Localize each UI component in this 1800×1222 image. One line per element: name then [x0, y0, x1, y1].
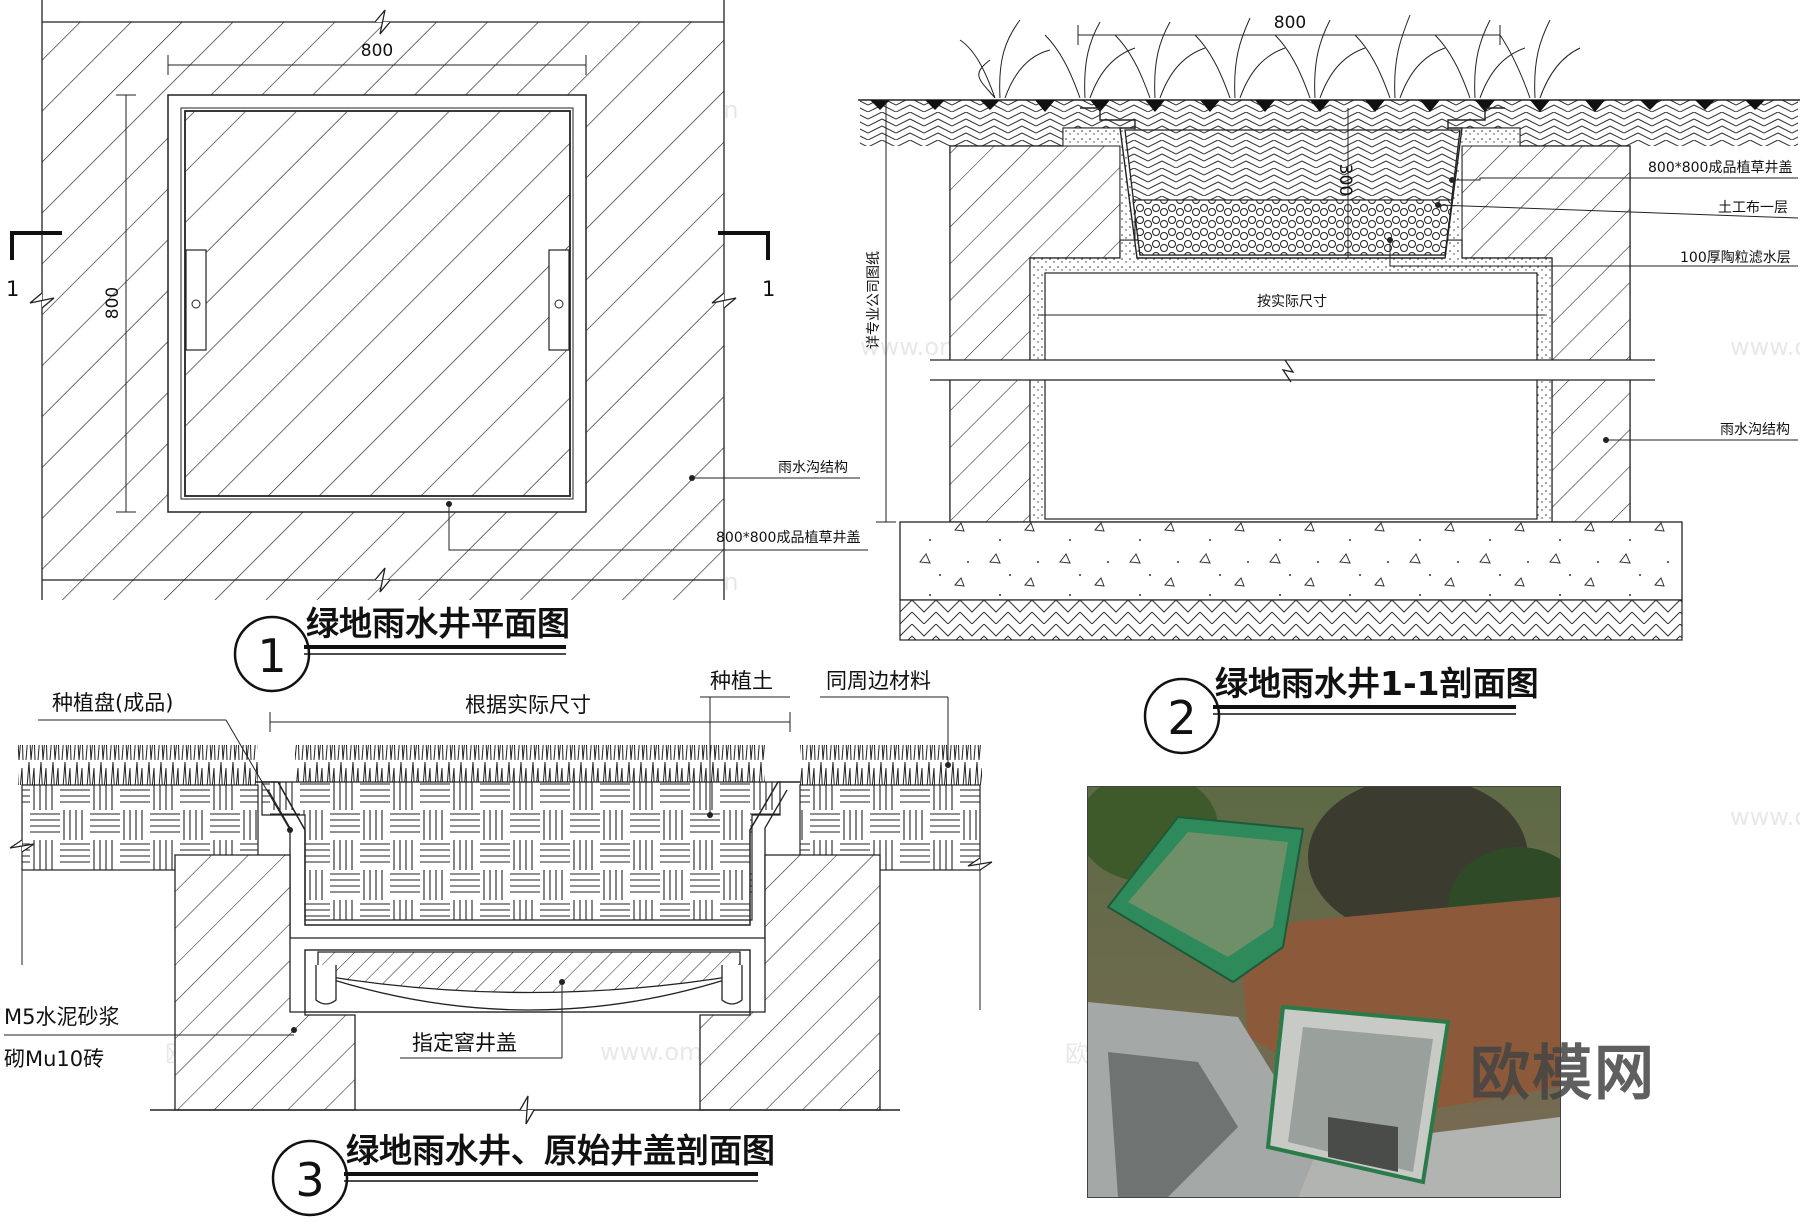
section11-label-filter: 100厚陶粒滤水层 — [1680, 250, 1791, 266]
watermark: www.om.cn — [1730, 333, 1800, 361]
plan-cover — [184, 110, 571, 497]
plan-number: 1 — [257, 629, 286, 683]
section11-title: 绿地雨水井1-1剖面图 — [1215, 664, 1539, 703]
section11-label-structure: 雨水沟结构 — [1720, 422, 1790, 438]
section3-number: 3 — [295, 1153, 324, 1207]
section3-label-soil: 种植土 — [710, 669, 773, 693]
section11-label-cover: 800*800成品植草井盖 — [1648, 160, 1792, 176]
section11-dim-width: 800 — [1274, 13, 1306, 33]
plan-dim-height: 800 — [103, 287, 123, 319]
section11-dim-depth: 300 — [1335, 164, 1355, 196]
manhole-cover — [317, 951, 741, 994]
section11-number: 2 — [1167, 691, 1196, 745]
section3-label-size: 根据实际尺寸 — [465, 693, 591, 717]
plan-dim-width: 800 — [361, 41, 393, 61]
brand-watermark: 欧模网 — [1470, 1039, 1656, 1109]
section3-label-cover: 指定窨井盖 — [412, 1031, 517, 1055]
title-circle — [1143, 677, 1221, 755]
section3-label-mortar: M5水泥砂浆 — [4, 1005, 119, 1029]
plan-label-structure: 雨水沟结构 — [778, 460, 848, 476]
section3-drawing: 根据实际尺寸 种植盘(成品) 种植土 同周边材料 M5水泥砂浆 砌Mu10砖 指… — [4, 669, 993, 1217]
watermark: www.om.cn — [1730, 803, 1800, 831]
section11-label-geotextile: 土工布一层 — [1718, 200, 1788, 216]
section11-drawing: 800 300 详专业公司图纸 按实际尺寸 800*800成品植草井盖 土工布一… — [858, 13, 1800, 755]
section11-label-actual: 按实际尺寸 — [1257, 294, 1327, 310]
section3-label-brick: 砌Mu10砖 — [4, 1047, 104, 1071]
section-mark-left: 1 — [6, 277, 19, 301]
section3-label-material: 同周边材料 — [826, 669, 931, 693]
section11-label-vertical: 详专业公司图纸 — [866, 251, 882, 349]
plan-label-cover: 800*800成品植草井盖 — [716, 530, 860, 546]
plan-title: 绿地雨水井平面图 — [306, 604, 570, 643]
title-circle — [271, 1139, 349, 1217]
site-photo — [1087, 786, 1561, 1198]
section3-title: 绿地雨水井、原始井盖剖面图 — [346, 1131, 775, 1170]
section-mark-right: 1 — [762, 277, 775, 301]
section3-label-tray: 种植盘(成品) — [52, 691, 173, 715]
plan-drawing: 800 800 1 1 雨水沟结构 800*800成品植草井盖 1 绿地雨水井平… — [6, 0, 868, 693]
